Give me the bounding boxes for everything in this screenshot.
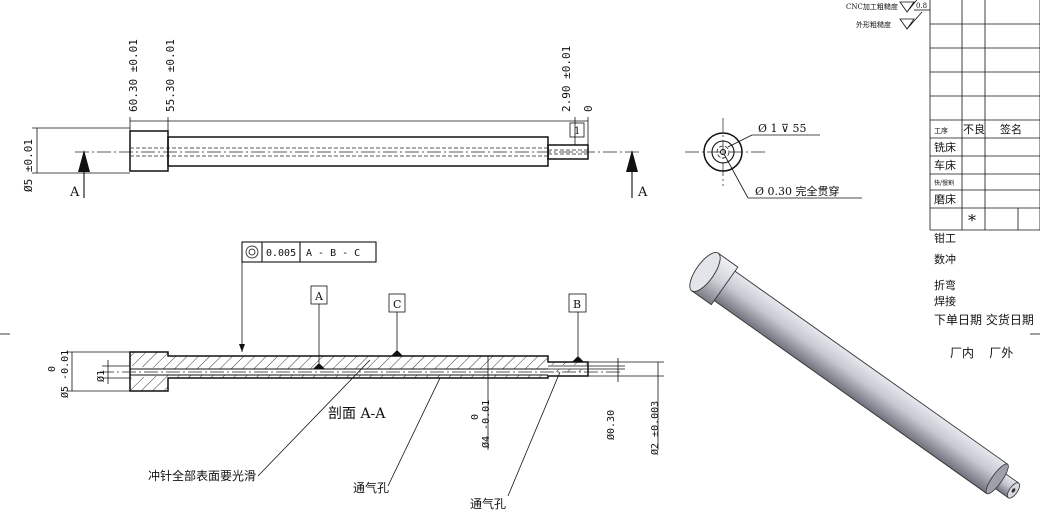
vent-hole-note-1: 通气孔 [353,480,389,495]
process-table: 工序 不良 签名 铣床 车床 快/慢割 磨床 * 钳工 数冲 折弯 焊接 下单日… [929,0,1040,360]
process-turning: 车床 [934,158,956,172]
datum-c: C [393,298,401,311]
front-view: 1 60.30 ±0.01 55.30 ±0.01 2.90 ±0.01 0 Ø… [22,39,648,200]
gdt-datums: A - B - C [306,248,360,259]
process-punch: 数冲 [934,252,956,266]
table-header-defect: 不良 [963,122,985,136]
process-grinding: 磨床 [934,192,956,206]
factory-in-out: 厂内 厂外 [950,346,1013,360]
section-title: 剖面 A-A [328,406,386,422]
cnc-roughness-label: CNC加工粗糙度 [846,2,898,11]
dim-60-30: 60.30 ±0.01 [127,39,140,112]
surface-note: 冲针全部表面要光滑 [148,468,256,483]
vent-hole-note-2: 通气孔 [470,496,506,511]
process-milling: 铣床 [934,140,956,154]
roughness-symbol-icon [899,11,923,30]
process-bending: 折弯 [934,278,956,292]
hole-depth-note: Ø 1 ⊽ 55 [758,122,807,135]
section-arrow-icon [626,150,638,172]
section-arrow-icon [78,150,90,172]
outer-roughness-label: 外形粗糙度 [856,20,891,29]
dim-dia-5: Ø5 ±0.01 [22,139,35,192]
datum-b: B [573,298,581,311]
dim-55-30: 55.30 ±0.01 [164,39,177,112]
roughness-block: CNC加工粗糙度 0.8 外形粗糙度 [846,0,930,30]
grinding-mark: * [968,211,976,230]
section-mark-right: A [637,185,648,200]
dim-tip-zero: 0 [582,105,595,112]
process-wire-cut: 快/慢割 [934,179,954,187]
through-hole-note: Ø 0.30 完全贯穿 [755,184,840,198]
dim-bore-dia1: Ø1 [95,370,107,382]
dim-mid-dia4: Ø4 -0.01 [480,400,492,448]
dim-tip-dia2: Ø2 ±0.003 [649,401,661,455]
section-view: 0.005 A - B - C A C B 0 Ø5 -0.0 [47,241,664,511]
table-header-sign: 签名 [1000,122,1022,136]
process-welding: 焊接 [934,294,956,308]
isometric-pin [689,252,1021,499]
dim-vent-dia: Ø0.30 [605,410,617,440]
dim-2-90: 2.90 ±0.01 [560,46,573,112]
process-bench: 钳工 [934,232,956,245]
end-view: Ø 1 ⊽ 55 Ø 0.30 完全贯穿 [685,118,862,199]
dim-left-upper: 0 [47,366,58,372]
table-header-process: 工序 [934,126,948,135]
tip-length-label: 1 [574,126,580,137]
dim-mid-upper: 0 [470,414,481,420]
roughness-symbol-icon [899,0,918,13]
dim-left-dia5: Ø5 -0.01 [59,350,71,398]
cnc-roughness-value: 0.8 [916,2,927,10]
order-delivery-dates: 下单日期 交货日期 [934,312,1034,327]
datum-a: A [314,290,324,303]
section-mark-left: A [69,185,80,200]
gdt-tolerance: 0.005 [266,248,296,259]
